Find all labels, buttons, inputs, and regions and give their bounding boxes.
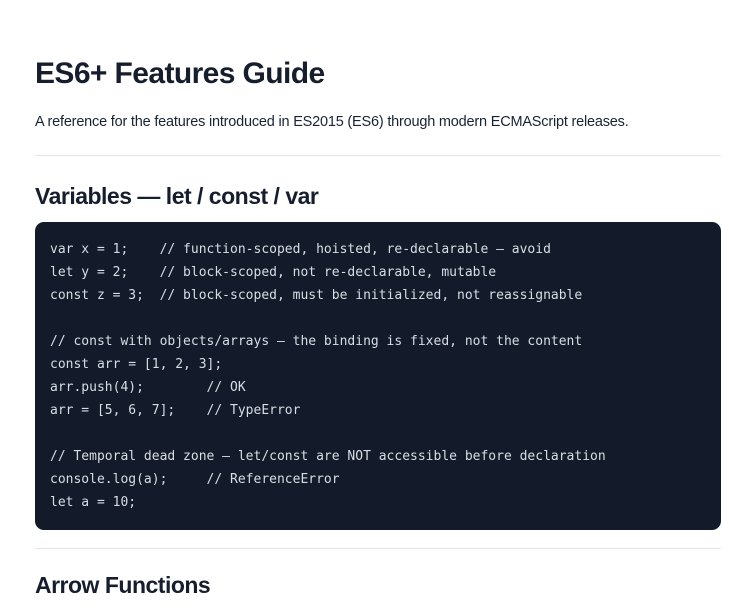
code-line: arr.push(4); // OK xyxy=(50,380,246,395)
page-title: ES6+ Features Guide xyxy=(35,57,325,90)
code-line: arr = [5, 6, 7]; // TypeError xyxy=(50,403,301,418)
section-heading-variables: Variables — let / const / var xyxy=(35,183,319,209)
section-arrow-functions: Arrow Functions xyxy=(35,571,721,600)
code-line: const z = 3; // block-scoped, must be in… xyxy=(50,288,583,303)
code-line: let a = 10; xyxy=(50,495,137,510)
code-line: const arr = [1, 2, 3]; xyxy=(50,357,223,372)
page-subtitle: A reference for the features introduced … xyxy=(35,114,629,130)
section-divider xyxy=(35,155,721,156)
section-variables: Variables — let / const / var var x = 1;… xyxy=(35,182,721,530)
code-line: let y = 2; // block-scoped, not re-decla… xyxy=(50,265,497,280)
code-block-variables: var x = 1; // function-scoped, hoisted, … xyxy=(35,222,721,530)
code-line xyxy=(50,422,706,445)
code-line xyxy=(50,307,706,330)
code-line: console.log(a); // ReferenceError xyxy=(50,472,340,487)
code-line: // Temporal dead zone — let/const are NO… xyxy=(50,449,606,464)
section-heading-arrow-functions: Arrow Functions xyxy=(35,572,211,598)
code-line: // const with objects/arrays — the bindi… xyxy=(50,334,583,349)
code-line: var x = 1; // function-scoped, hoisted, … xyxy=(50,242,551,257)
section-divider xyxy=(35,548,721,549)
